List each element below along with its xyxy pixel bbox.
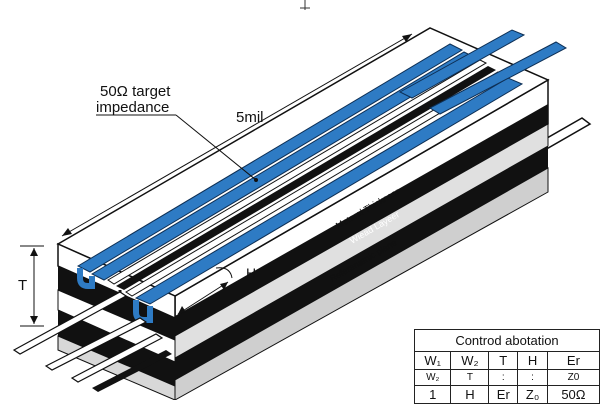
table-cell: : [517, 369, 548, 386]
h-dim-arc [215, 267, 233, 279]
arrow-head [220, 282, 228, 290]
length-dimension-line [61, 33, 413, 237]
h-dim-line [177, 281, 229, 315]
table-cell: T [450, 369, 490, 386]
lead-wire [12, 291, 128, 355]
lead-wire [44, 317, 148, 371]
callout-dot [254, 178, 258, 182]
black-trace [116, 66, 496, 290]
lead-wire-dark [92, 350, 172, 392]
blue-trace-1 [76, 43, 464, 273]
table-cell: Z₀ [517, 385, 548, 404]
arrow-head [30, 316, 38, 324]
arrow-head [62, 228, 72, 236]
target-impedance-line1: 50Ω target [100, 83, 171, 100]
blue-trace-3 [134, 77, 524, 305]
table-cell: W₁ [413, 351, 452, 370]
length-label: 5mil [236, 109, 264, 126]
arrow-head [178, 306, 186, 314]
table-cell: 1 [413, 385, 452, 404]
table-row: W₁ W₂ T H Er [413, 351, 600, 370]
table-cell: W₂ [413, 369, 452, 386]
table-title: Controd abotation [414, 329, 600, 352]
table-cell: H [450, 385, 490, 404]
table-row: W₂ T : : Z0 [413, 369, 600, 386]
table-row: 1 H Er Z₀ 50Ω [413, 385, 600, 404]
callout-leader [175, 114, 257, 181]
table-cell: 50Ω [546, 385, 600, 404]
table-cell: Z0 [546, 369, 600, 386]
table-cell: T [488, 351, 519, 370]
target-impedance-line2: impedance [96, 99, 169, 116]
height-label: H [246, 265, 256, 281]
lead-wire [70, 333, 164, 383]
control-annotation-table: Controd abotation W₁ W₂ T H Er W₂ T : : … [413, 329, 600, 404]
table-cell: H [517, 351, 548, 370]
white-trace [107, 59, 488, 285]
blue-trace-extension [398, 29, 526, 99]
table-cell: Er [488, 385, 519, 404]
trace-front-bend [77, 268, 95, 289]
table-cell: W₂ [450, 351, 490, 370]
metal-thickness-layer [175, 104, 548, 336]
table-cell: : [488, 369, 519, 386]
wired-layer [175, 146, 548, 380]
thickness-label: T [18, 277, 27, 294]
table-cell: Er [546, 351, 600, 370]
blue-trace-extension [428, 41, 568, 115]
arrow-head [30, 248, 38, 256]
arrow-head [402, 34, 412, 42]
